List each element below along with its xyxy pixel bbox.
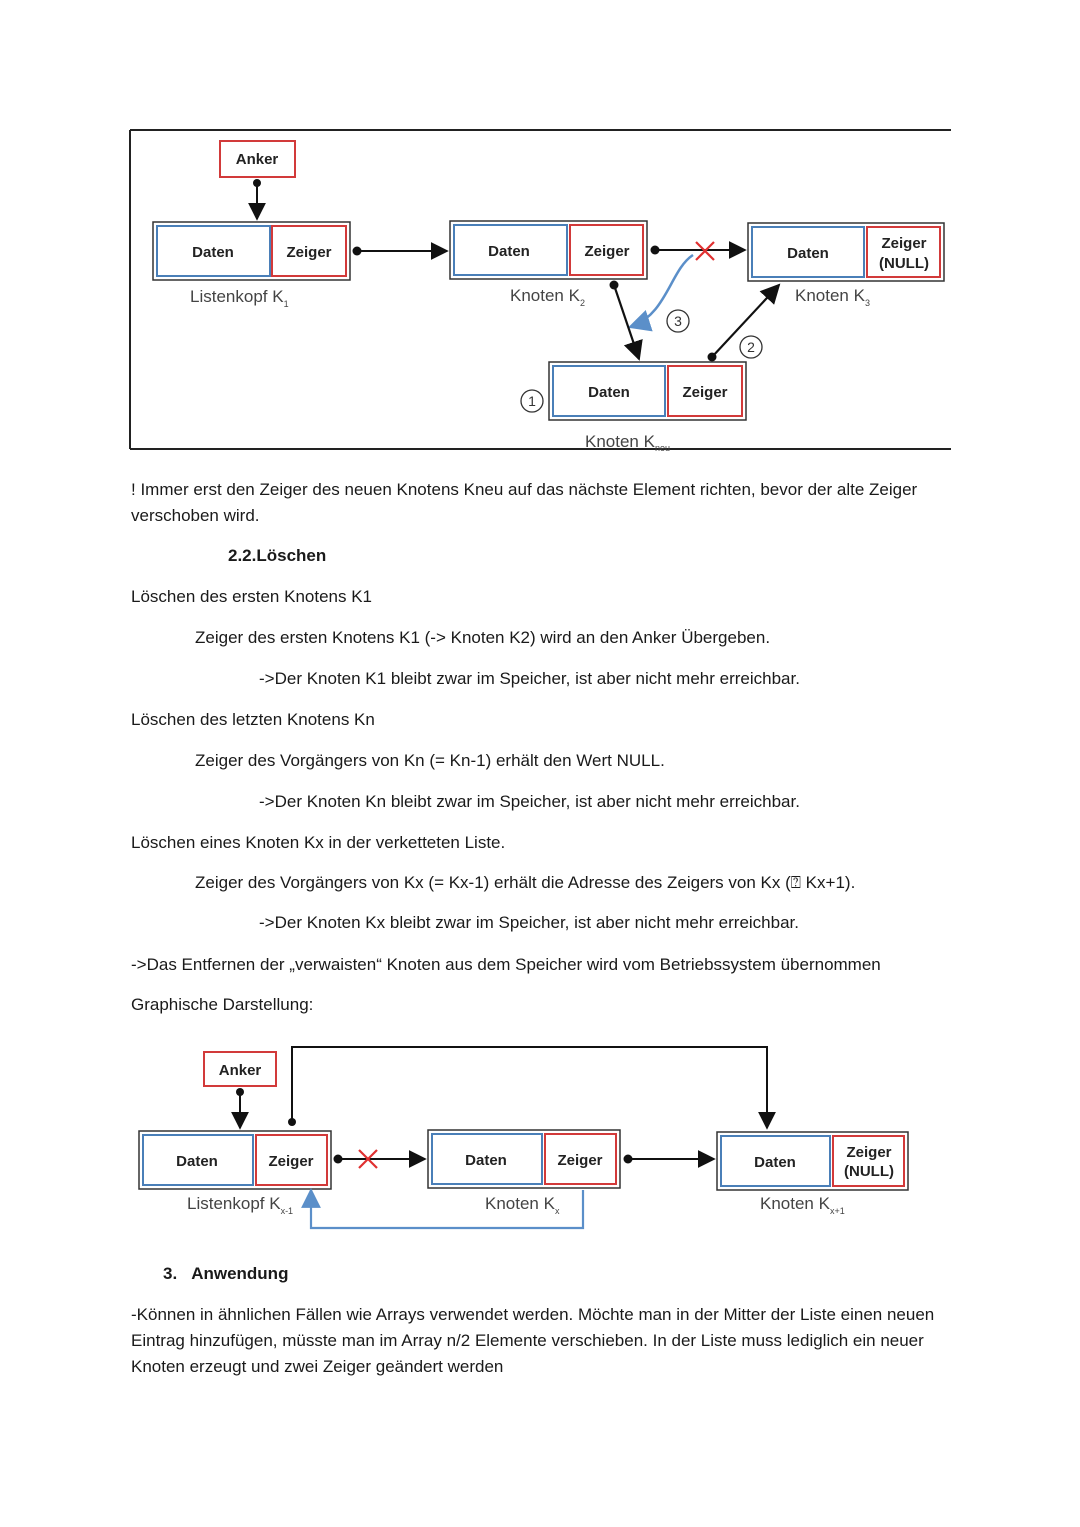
node-head: Daten Zeiger <box>138 1130 332 1190</box>
bypass-arrow <box>291 1046 776 1130</box>
cross-mark <box>358 1149 378 1169</box>
application-heading: 3. Anwendung <box>163 1261 288 1287</box>
step1-marker: 1 <box>520 389 544 413</box>
delete-last-step: Zeiger des Vorgängers von Kn (= Kn-1) er… <box>195 751 665 770</box>
pointer-label: Zeiger <box>557 1152 602 1169</box>
graphic-label: Graphische Darstellung: <box>131 995 314 1014</box>
anchor-label: Anker <box>219 1062 262 1079</box>
anchor-box <box>203 1051 277 1087</box>
data-label: Daten <box>754 1154 796 1171</box>
data-label: Daten <box>465 1152 507 1169</box>
caption-head: Listenkopf K1 <box>190 287 289 309</box>
pointer-label: Zeiger <box>286 244 331 261</box>
node-k2: Daten Zeiger <box>449 220 648 280</box>
insert-diagram: Anker Daten Zeiger Listenkopf K1 Daten Z… <box>129 129 951 453</box>
insert-note: ! Immer erst den Zeiger des neuen Knoten… <box>131 480 918 525</box>
caption-kx1: Knoten Kx+1 <box>760 1194 845 1216</box>
caption-k2: Knoten K2 <box>510 286 585 308</box>
pointer-null-label-1: Zeiger <box>846 1144 891 1161</box>
node-new: Daten Zeiger <box>548 361 747 421</box>
application-text: -Können in ähnlichen Fällen wie Arrays v… <box>131 1305 935 1376</box>
caption-k3: Knoten K3 <box>795 286 870 308</box>
svg-text:2: 2 <box>747 339 755 355</box>
pointer-null-label-2: (NULL) <box>879 255 929 272</box>
node-head: Daten Zeiger <box>152 221 351 281</box>
section-number: 2.2. <box>228 546 257 565</box>
data-label: Daten <box>488 243 530 260</box>
svg-text:1: 1 <box>528 393 536 409</box>
caption-head: Listenkopf Kx-1 <box>187 1194 293 1216</box>
pointer-label: Zeiger <box>268 1153 313 1170</box>
pointer-label: Zeiger <box>584 243 629 260</box>
caption-new: Knoten Kneu <box>585 432 670 453</box>
application-number: 3. <box>163 1264 178 1283</box>
delete-last-title: Löschen des letzten Knotens Kn <box>131 710 375 729</box>
delete-first-result: ->Der Knoten K1 bleibt zwar im Speicher,… <box>259 669 800 688</box>
step2-marker: 2 <box>739 335 763 359</box>
delete-first-title: Löschen des ersten Knotens K1 <box>131 587 372 606</box>
delete-first-step: Zeiger des ersten Knotens K1 (-> Knoten … <box>195 628 771 647</box>
node-kx: Daten Zeiger <box>427 1129 621 1189</box>
anchor-label: Anker <box>236 151 279 168</box>
pointer-label: Zeiger <box>682 384 727 401</box>
pointer-null-label-2: (NULL) <box>844 1163 894 1180</box>
anchor-box <box>219 140 296 178</box>
step3-arrow <box>627 253 694 332</box>
application-title: Anwendung <box>191 1264 289 1283</box>
data-label: Daten <box>588 384 630 401</box>
delete-middle-title: Löschen eines Knoten Kx in der verkettet… <box>131 833 506 852</box>
data-label: Daten <box>176 1153 218 1170</box>
delete-last-result: ->Der Knoten Kn bleibt zwar im Speicher,… <box>259 792 800 811</box>
node-kx1: Daten Zeiger (NULL) <box>716 1131 909 1191</box>
delete-diagram: Anker Daten Zeiger Listenkopf Kx-1 Daten <box>138 1046 909 1230</box>
cross-mark <box>695 241 715 261</box>
data-label: Daten <box>787 245 829 262</box>
delete-middle-result: ->Der Knoten Kx bleibt zwar im Speicher,… <box>259 913 799 932</box>
svg-text:3: 3 <box>674 313 682 329</box>
blue-return-arrow <box>301 1188 585 1230</box>
step3-marker: 3 <box>666 309 690 333</box>
garbage-note: ->Das Entfernen der „verwaisten“ Knoten … <box>131 955 881 974</box>
delete-middle-step: Zeiger des Vorgängers von Kx (= Kx-1) er… <box>195 873 856 892</box>
caption-kx: Knoten Kx <box>485 1194 560 1216</box>
data-label: Daten <box>192 244 234 261</box>
node-k3: Daten Zeiger (NULL) <box>747 222 945 282</box>
pointer-null-label-1: Zeiger <box>881 235 926 252</box>
section-heading: 2.2.Löschen <box>228 543 326 569</box>
section-title: Löschen <box>256 546 327 565</box>
